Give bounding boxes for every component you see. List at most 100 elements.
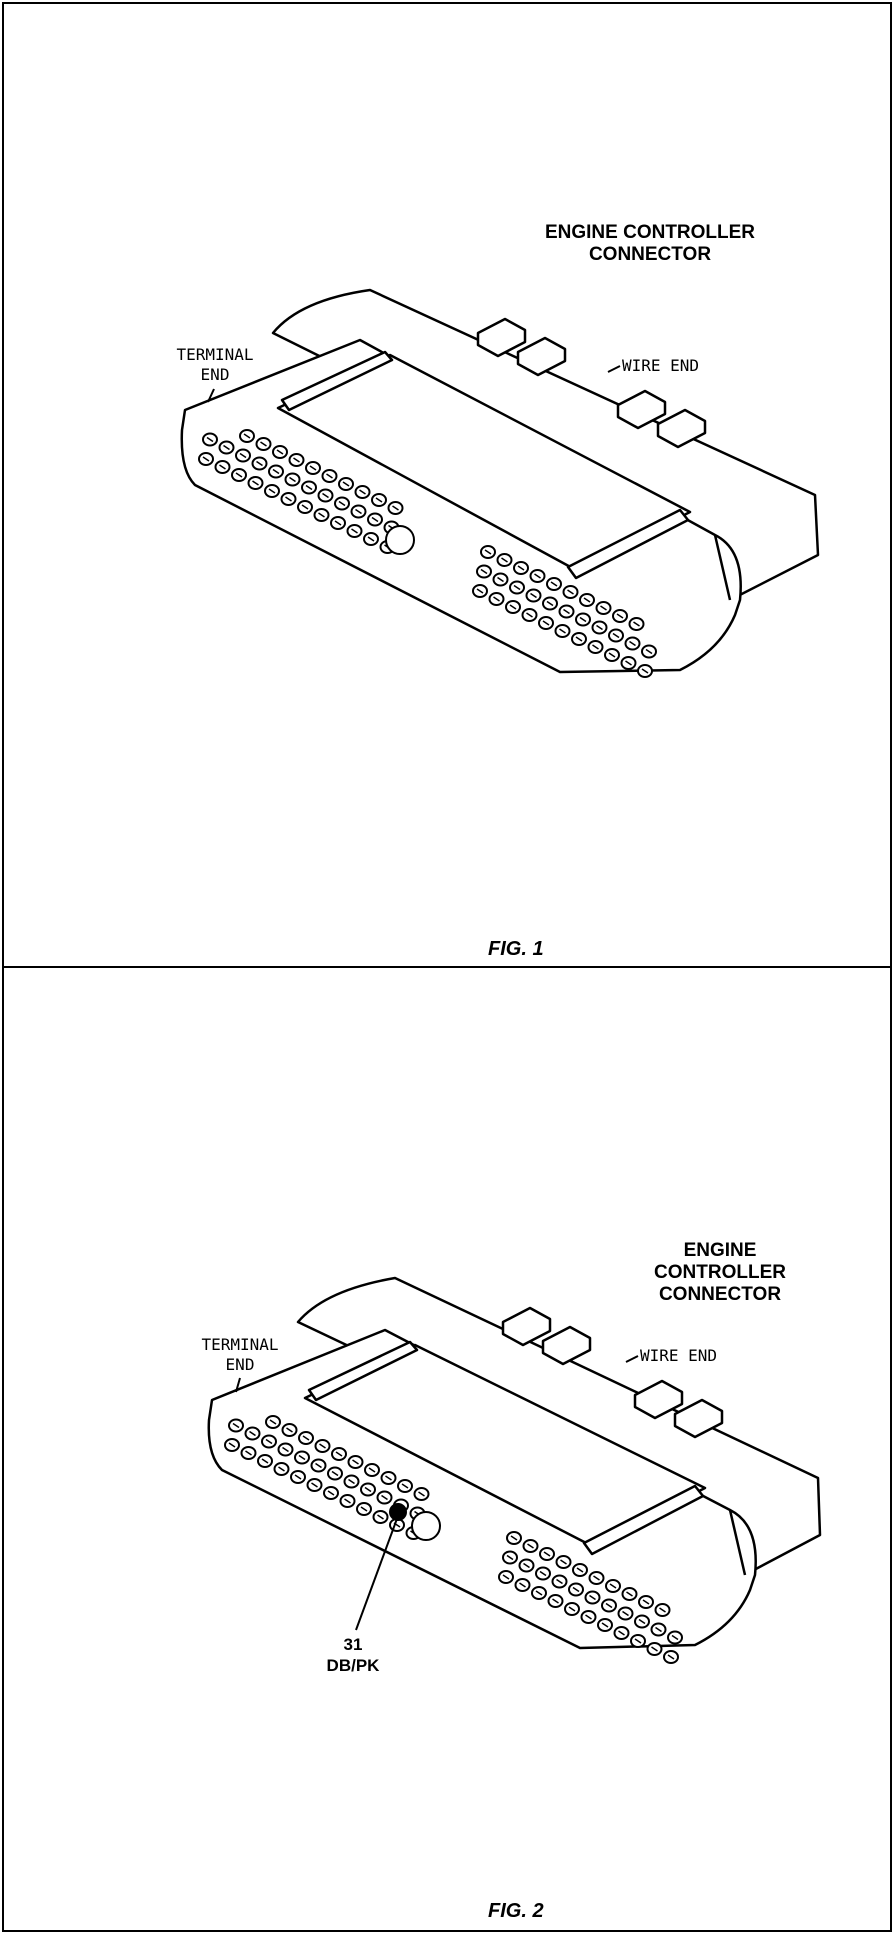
pin-cavity-mark xyxy=(334,520,342,526)
pin-cavity-mark xyxy=(256,460,263,467)
pin-cavity-mark xyxy=(355,508,362,515)
pin-cavity-mark xyxy=(513,584,521,591)
pin-cavity-mark xyxy=(497,576,504,583)
pin-cavity-mark xyxy=(605,1602,613,1609)
pin-cavity-mark xyxy=(235,472,243,478)
pin-cavity-mark xyxy=(239,452,247,459)
pin-cavity-mark xyxy=(659,1607,666,1613)
pin-cavity-mark xyxy=(293,457,300,463)
fig1-connector-body xyxy=(180,288,820,674)
pin-cavity-mark xyxy=(282,1446,289,1453)
pin-cavity-mark xyxy=(535,1590,543,1596)
pin-cavity-mark xyxy=(367,536,375,542)
pin-cavity-mark xyxy=(286,1427,293,1433)
pin-cavity-mark xyxy=(364,1486,372,1493)
pin-cavity-mark xyxy=(534,573,541,579)
pin-cavity-mark xyxy=(265,1438,273,1445)
pin-cavity-mark xyxy=(579,616,587,623)
pin-cavity-mark xyxy=(360,1506,368,1512)
fig2-wire-end-label: WIRE END xyxy=(640,1346,718,1365)
pin-cavity-mark xyxy=(206,436,214,443)
pin-cavity-mark xyxy=(368,1467,376,1473)
pin-cavity-mark xyxy=(608,652,616,658)
fig1-center-keyway xyxy=(385,525,415,555)
pin-cavity-mark xyxy=(232,1422,240,1429)
pin-cavity-mark xyxy=(338,500,346,507)
pin-cavity-mark xyxy=(600,605,607,611)
pin-cavity-mark xyxy=(667,1654,675,1660)
pin-cavity-mark xyxy=(552,1598,559,1604)
pin-cavity-mark xyxy=(517,565,525,571)
pin-cavity-mark xyxy=(560,1559,567,1565)
fig2-title-line3: CONNECTOR xyxy=(658,1284,782,1305)
fig2-wire-color: DB/PK xyxy=(326,1656,380,1675)
pin-cavity-mark xyxy=(219,464,226,470)
pin-cavity-mark xyxy=(484,549,492,555)
pin-cavity-mark xyxy=(294,1474,302,1480)
pin-cavity-mark xyxy=(249,1430,256,1437)
fig2-pin31-leader xyxy=(355,1515,399,1631)
fig1-wire-end-label: WIRE END xyxy=(622,356,700,375)
fig2-connector-body xyxy=(207,1276,822,1650)
pin-cavity-mark xyxy=(625,660,632,666)
pin-cavity-mark xyxy=(638,1618,646,1625)
fig1-title-line1: ENGINE CONTROLLER xyxy=(544,222,756,243)
pin-cavity-mark xyxy=(326,473,333,479)
pin-cavity-mark xyxy=(260,441,267,447)
fig2-terminal-end-label: TERMINAL END xyxy=(185,1335,295,1375)
pin-cavity-mark xyxy=(559,628,566,634)
pin-cavity-mark xyxy=(539,1570,547,1577)
pin-cavity-mark xyxy=(567,589,574,595)
pin-cavity-mark xyxy=(278,1466,285,1472)
fig1-terminal-end-label: TERMINAL END xyxy=(160,345,270,385)
pin-cavity-mark xyxy=(315,1462,322,1469)
pin-cavity-mark xyxy=(243,433,251,439)
fig2-title: ENGINE CONTROLLER CONNECTOR xyxy=(640,1240,800,1306)
pin-cavity-mark xyxy=(585,1614,592,1620)
pin-cavity-mark xyxy=(622,1610,629,1617)
pin-cavity-mark xyxy=(626,1591,633,1597)
pin-cavity-mark xyxy=(476,588,484,594)
pin-cavity-mark xyxy=(331,1470,339,1477)
pin-cavity-mark xyxy=(375,497,383,503)
fig2-caption: FIG. 2 xyxy=(488,1900,544,1922)
pin-cavity-mark xyxy=(269,1419,277,1425)
pin-cavity-mark xyxy=(401,1483,409,1489)
pin-cavity-mark xyxy=(523,1562,530,1569)
pin-cavity-mark xyxy=(596,624,603,631)
pin-cavity-mark xyxy=(228,1442,236,1448)
pin-cavity-mark xyxy=(285,496,292,502)
fig2-terminal-end-line1: TERMINAL xyxy=(201,1335,279,1354)
pin-cavity-mark xyxy=(527,1543,534,1549)
pin-cavity-mark xyxy=(543,1551,551,1557)
pin-cavity-mark xyxy=(351,528,358,534)
pin-cavity-mark xyxy=(642,1599,650,1605)
fig1-title-line2: CONNECTOR xyxy=(588,244,712,265)
pin-cavity-mark xyxy=(252,480,259,486)
pin-cavity-mark xyxy=(556,1578,563,1585)
pin-cavity-mark xyxy=(616,613,624,619)
pin-cavity-mark xyxy=(609,1583,617,1589)
pin-cavity-mark xyxy=(506,1554,514,1561)
fig2-title-line1: ENGINE xyxy=(683,1240,757,1261)
pin-cavity-mark xyxy=(550,581,558,587)
pin-cavity-mark xyxy=(289,476,296,483)
pin-cavity-mark xyxy=(318,512,325,518)
fig2-pin31-callout: 31 DB/PK xyxy=(308,1634,398,1676)
pin-cavity-mark xyxy=(418,1491,425,1497)
pin-cavity-mark xyxy=(612,632,620,639)
pin-cavity-mark xyxy=(322,492,329,499)
pin-cavity-mark xyxy=(593,1575,600,1581)
pin-cavity-mark xyxy=(501,557,508,563)
figure-2-panel xyxy=(2,966,892,1932)
fig1-terminal-end-leader xyxy=(207,388,215,403)
pin-cavity-mark xyxy=(381,1494,388,1501)
pin-cavity-mark xyxy=(223,444,230,451)
pin-cavity-mark xyxy=(348,1478,355,1485)
fig2-pin-number: 31 xyxy=(343,1635,363,1654)
pin-cavity-mark xyxy=(344,1498,351,1504)
pin-cavity-mark xyxy=(572,1586,580,1593)
pin-cavity-mark xyxy=(359,489,366,495)
pin-cavity-mark xyxy=(385,1475,392,1481)
pin-cavity-mark xyxy=(311,1482,318,1488)
